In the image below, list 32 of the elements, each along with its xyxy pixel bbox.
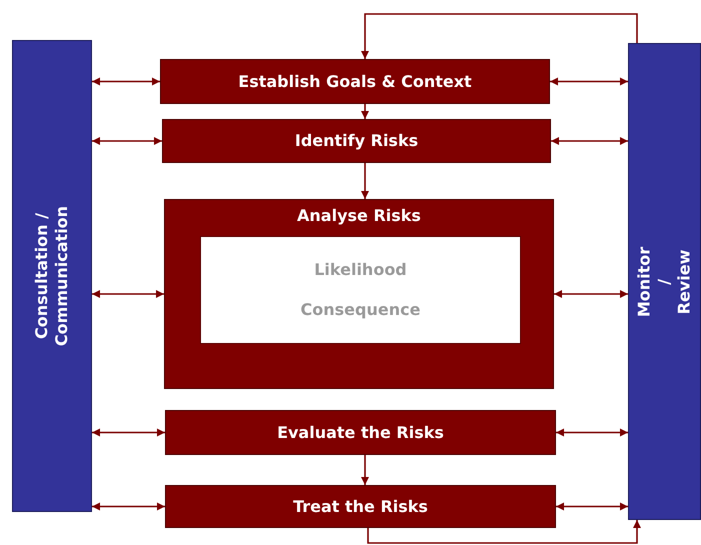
connector-arrow — [367, 520, 641, 544]
group-box — [164, 199, 554, 389]
connector-arrow — [556, 502, 628, 510]
connector-arrow — [556, 428, 628, 436]
connector-arrow — [551, 137, 628, 145]
inner-box — [200, 236, 521, 344]
side-band — [12, 40, 92, 512]
step-label: Treat the Risks — [293, 496, 428, 518]
process-box — [160, 59, 550, 104]
side-band — [628, 43, 701, 520]
band-label: Consultation / Communication — [32, 206, 72, 346]
process-box — [165, 485, 556, 528]
process-box — [165, 410, 556, 455]
connector-arrow — [361, 104, 369, 119]
connector-arrow — [92, 137, 162, 145]
connector-arrow — [361, 455, 369, 485]
step-label: Establish Goals & Context — [238, 70, 472, 92]
band-label: Monitor / Review — [634, 246, 694, 317]
step-label: Analyse Risks — [297, 205, 421, 227]
factor-label: Consequence — [300, 299, 420, 321]
step-label: Identify Risks — [294, 130, 418, 152]
factor-label: Likelihood — [314, 259, 407, 281]
connector-arrow — [361, 163, 369, 199]
connector-arrow — [554, 290, 628, 298]
connector-arrow — [550, 78, 628, 86]
process-box — [162, 119, 551, 163]
connector-arrow — [361, 13, 638, 59]
connector-arrow — [92, 502, 165, 510]
connector-arrow — [92, 290, 164, 298]
step-label: Evaluate the Risks — [277, 422, 444, 444]
connector-arrow — [92, 78, 160, 86]
connector-arrow — [92, 428, 165, 436]
